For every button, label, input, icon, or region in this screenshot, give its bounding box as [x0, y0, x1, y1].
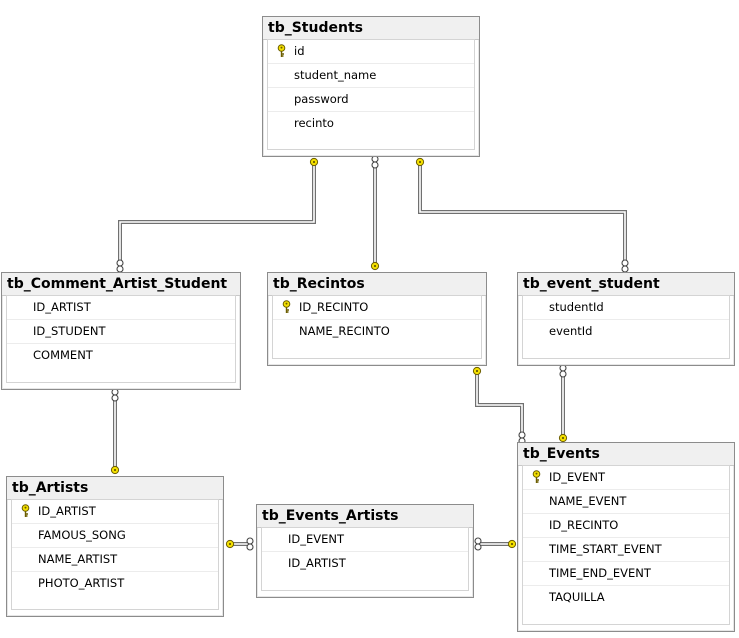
primary-key-icon — [282, 300, 291, 313]
column-name: ID_ARTIST — [33, 300, 91, 314]
column-name: ID_EVENT — [549, 470, 606, 484]
relationship-line-core — [419, 162, 626, 266]
column-name: studentId — [549, 300, 604, 314]
relationship-line[interactable] — [118, 162, 316, 266]
table-tb-comment-artist-student[interactable]: tb_Comment_Artist_Student ID_ARTIST ID_ST… — [1, 272, 241, 390]
column-row[interactable]: FAMOUS_SONG — [12, 524, 218, 548]
table-title: tb_Events_Artists — [262, 508, 399, 524]
column-row[interactable]: ID_ARTIST — [12, 500, 218, 524]
column-row[interactable]: ID_STUDENT — [7, 320, 235, 344]
column-list: ID_ARTIST FAMOUS_SONG NAME_ARTIST PHOTO_ART… — [11, 499, 219, 610]
relationship-key-icon — [507, 539, 517, 549]
column-name: NAME_EVENT — [549, 494, 627, 508]
relationship-key-icon — [415, 157, 425, 167]
column-name: ID_EVENT — [288, 532, 345, 546]
relationship-infinity-icon — [474, 537, 482, 551]
column-row[interactable]: ID_EVENT — [523, 466, 729, 490]
column-row[interactable]: PHOTO_ARTIST — [12, 572, 218, 595]
table-title: tb_Students — [268, 20, 363, 36]
table-title: tb_Recintos — [273, 276, 365, 292]
column-name: ID_RECINTO — [549, 518, 619, 532]
relationship-line-core — [476, 371, 523, 438]
column-row[interactable]: ID_ARTIST — [262, 552, 468, 575]
column-list: studentId eventId — [522, 295, 730, 359]
relationship-key-icon — [558, 433, 568, 443]
column-row[interactable]: TIME_START_EVENT — [523, 538, 729, 562]
column-row[interactable]: COMMENT — [7, 344, 235, 367]
column-row[interactable]: recinto — [268, 112, 474, 135]
column-row[interactable]: ID_EVENT — [262, 528, 468, 552]
relationship-infinity-icon — [246, 537, 254, 551]
column-list: id student_name password recinto — [267, 39, 475, 150]
column-name: recinto — [294, 116, 334, 130]
column-list: ID_ARTIST ID_STUDENT COMMENT — [6, 295, 236, 383]
column-row[interactable]: TAQUILLA — [523, 586, 729, 609]
column-name: id — [294, 44, 305, 58]
table-title: tb_Comment_Artist_Student — [7, 276, 228, 292]
relationship-line-core — [119, 162, 315, 266]
relationship-line[interactable] — [418, 162, 627, 266]
table-tb-artists[interactable]: tb_Artists ID_ARTIST FAMOUS_SONG NAME_ARTI… — [6, 476, 224, 617]
table-tb-students[interactable]: tb_Students id student_name password recint… — [262, 16, 480, 157]
relationship-infinity-icon — [116, 259, 124, 273]
table-tb-events[interactable]: tb_Events ID_EVENT NAME_EVENT ID_RECINTO TI… — [517, 442, 735, 632]
relationship-key-icon — [225, 539, 235, 549]
relationship-infinity-icon — [111, 388, 119, 402]
column-row[interactable]: TIME_END_EVENT — [523, 562, 729, 586]
primary-key-icon — [532, 470, 541, 483]
column-name: ID_RECINTO — [299, 300, 369, 314]
relationship-infinity-icon — [371, 155, 379, 169]
table-title: tb_Events — [523, 446, 600, 462]
column-name: NAME_RECINTO — [299, 324, 390, 338]
column-name: student_name — [294, 68, 377, 82]
relationship-infinity-icon — [621, 259, 629, 273]
column-row[interactable]: ID_RECINTO — [273, 296, 481, 320]
column-name: FAMOUS_SONG — [38, 528, 126, 542]
column-row[interactable]: student_name — [268, 64, 474, 88]
column-name: ID_STUDENT — [33, 324, 106, 338]
table-title: tb_Artists — [12, 480, 89, 496]
column-name: COMMENT — [33, 348, 93, 362]
column-row[interactable]: eventId — [523, 320, 729, 343]
column-name: password — [294, 92, 349, 106]
column-name: PHOTO_ARTIST — [38, 576, 125, 590]
column-row[interactable]: ID_ARTIST — [7, 296, 235, 320]
column-name: TIME_START_EVENT — [549, 542, 662, 556]
column-list: ID_RECINTO NAME_RECINTO — [272, 295, 482, 359]
column-name: TIME_END_EVENT — [549, 566, 651, 580]
column-row[interactable]: id — [268, 40, 474, 64]
column-name: TAQUILLA — [549, 590, 605, 604]
column-name: NAME_ARTIST — [38, 552, 118, 566]
column-row[interactable]: NAME_EVENT — [523, 490, 729, 514]
table-tb-events-artists[interactable]: tb_Events_Artists ID_EVENT ID_ARTIST — [256, 504, 474, 598]
table-tb-recintos[interactable]: tb_Recintos ID_RECINTO NAME_RECINTO — [267, 272, 487, 366]
column-row[interactable]: studentId — [523, 296, 729, 320]
relationship-infinity-icon — [518, 431, 526, 445]
column-row[interactable]: password — [268, 88, 474, 112]
relationship-key-icon — [370, 261, 380, 271]
column-list: ID_EVENT ID_ARTIST — [261, 527, 469, 591]
relationship-key-icon — [472, 366, 482, 376]
primary-key-icon — [277, 44, 286, 57]
column-row[interactable]: ID_RECINTO — [523, 514, 729, 538]
column-name: eventId — [549, 324, 593, 338]
column-row[interactable]: NAME_ARTIST — [12, 548, 218, 572]
column-row[interactable]: NAME_RECINTO — [273, 320, 481, 343]
column-name: ID_ARTIST — [288, 556, 346, 570]
column-list: ID_EVENT NAME_EVENT ID_RECINTO TIME_START_E… — [522, 465, 730, 625]
table-title: tb_event_student — [523, 276, 660, 292]
relationship-key-icon — [309, 157, 319, 167]
relationship-infinity-icon — [559, 364, 567, 378]
primary-key-icon — [21, 504, 30, 517]
column-name: ID_ARTIST — [38, 504, 96, 518]
relationship-key-icon — [110, 465, 120, 475]
table-tb-event-student[interactable]: tb_event_student studentId eventId — [517, 272, 735, 366]
